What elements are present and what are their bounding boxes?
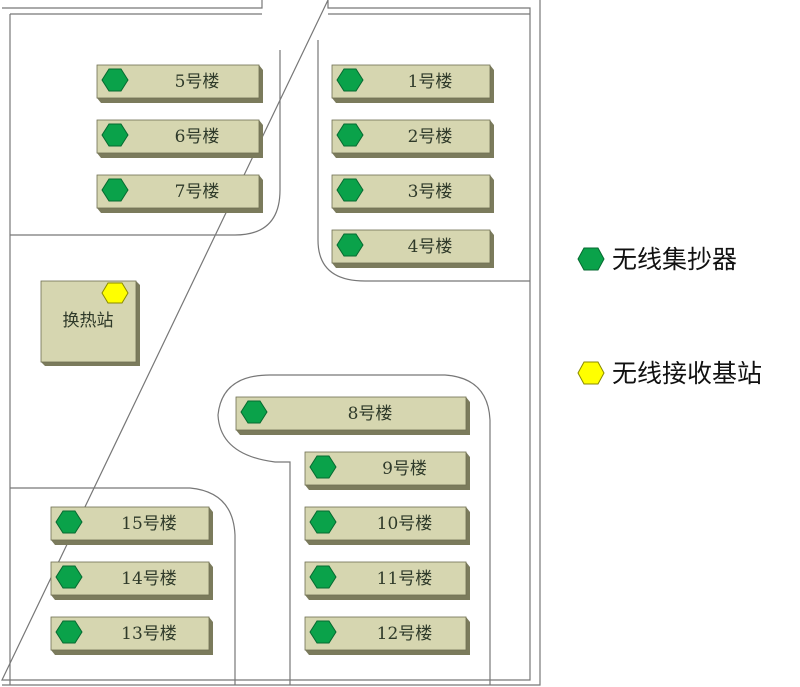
- building-shadow: [332, 175, 494, 213]
- building-label: 15号楼: [121, 514, 177, 534]
- building-label: 11号楼: [377, 569, 433, 589]
- building-label: 7号楼: [175, 182, 220, 202]
- wireless-meter-icon: [101, 123, 129, 147]
- building-1: 1号楼: [331, 64, 494, 103]
- building-4: 4号楼: [331, 229, 494, 268]
- building-shadow: [51, 507, 213, 545]
- building-10: 10号楼: [304, 506, 470, 545]
- wireless-meter-icon: [55, 565, 83, 589]
- building-12: 12号楼: [304, 616, 470, 655]
- building-13: 13号楼: [50, 616, 213, 655]
- building-label: 3号楼: [408, 182, 453, 202]
- building-14: 14号楼: [50, 561, 213, 600]
- base-station-icon: [101, 282, 129, 304]
- building-shadow: [332, 65, 494, 103]
- wireless-meter-icon: [309, 565, 337, 589]
- building-label: 12号楼: [377, 624, 433, 644]
- building-5: 5号楼: [96, 64, 263, 103]
- building-face: [331, 64, 491, 99]
- building-2: 2号楼: [331, 119, 494, 158]
- building-8: 8号楼: [235, 396, 470, 435]
- wireless-meter-icon: [55, 510, 83, 534]
- building-shadow: [305, 562, 470, 600]
- wireless-meter-icon: [309, 510, 337, 534]
- wireless-meter-icon: [336, 178, 364, 202]
- building-shadow: [97, 175, 263, 213]
- meter-legend-icon: [577, 247, 605, 271]
- legend-station-label: 无线接收基站: [612, 359, 762, 388]
- legend-meter-label: 无线集抄器: [612, 245, 737, 274]
- building-face: [304, 506, 467, 541]
- building-face: [235, 396, 467, 431]
- building-label: 2号楼: [408, 127, 453, 147]
- building-label: 4号楼: [408, 237, 453, 257]
- building-7: 7号楼: [96, 174, 263, 213]
- wireless-meter-icon: [101, 68, 129, 92]
- wireless-meter-icon: [55, 620, 83, 644]
- building-label: 8号楼: [348, 404, 393, 424]
- building-shadow: [97, 120, 263, 158]
- building-shadow: [332, 120, 494, 158]
- wireless-meter-icon: [101, 178, 129, 202]
- building-9: 9号楼: [304, 451, 470, 490]
- building-11: 11号楼: [304, 561, 470, 600]
- wireless-meter-icon: [309, 455, 337, 479]
- building-label: 5号楼: [175, 72, 220, 92]
- station-label: 换热站: [63, 311, 114, 331]
- legend: 无线集抄器 无线接收基站: [577, 245, 762, 388]
- wireless-meter-icon: [309, 620, 337, 644]
- wireless-meter-icon: [336, 233, 364, 257]
- heat-exchange-station: 换热站: [40, 280, 140, 366]
- building-shadow: [305, 452, 470, 490]
- building-3: 3号楼: [331, 174, 494, 213]
- building-label: 13号楼: [121, 624, 177, 644]
- wireless-meter-icon: [336, 123, 364, 147]
- building-shadow: [305, 617, 470, 655]
- building-shadow: [236, 397, 470, 435]
- building-label: 14号楼: [121, 569, 177, 589]
- wireless-meter-icon: [240, 400, 268, 424]
- building-label: 6号楼: [175, 127, 220, 147]
- station-legend-icon: [577, 361, 605, 385]
- building-6: 6号楼: [96, 119, 263, 158]
- wireless-meter-icon: [336, 68, 364, 92]
- building-shadow: [332, 230, 494, 268]
- building-shadow: [51, 617, 213, 655]
- building-shadow: [97, 65, 263, 103]
- building-label: 9号楼: [382, 459, 427, 479]
- building-15: 15号楼: [50, 506, 213, 545]
- building-label: 1号楼: [408, 72, 453, 92]
- building-label: 10号楼: [377, 514, 433, 534]
- roads: [1, 0, 541, 686]
- building-shadow: [305, 507, 470, 545]
- building-shadow: [51, 562, 213, 600]
